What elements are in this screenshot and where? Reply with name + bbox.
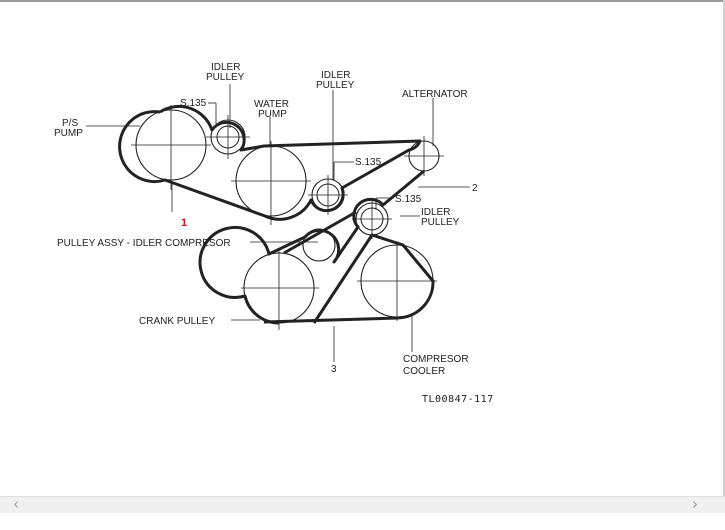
s135-right-label: S.135 — [395, 194, 422, 205]
idler-pulley-mid-label-2: PULLEY — [316, 80, 355, 91]
figure-code: TL00847-117 — [422, 394, 494, 405]
bottom-area — [0, 513, 725, 530]
idler-pulley-right-label-1: IDLER — [421, 207, 450, 218]
leader-lines — [86, 84, 470, 362]
belt-3-label: 3 — [331, 364, 337, 375]
water-pump-label-1: WATER — [254, 99, 289, 110]
top-border — [0, 0, 725, 2]
right-border — [723, 0, 725, 496]
belt-routing-diagram: P/S PUMP IDLER PULLEY S.135 WATER PUMP I… — [54, 62, 494, 405]
belt-3 — [263, 210, 435, 324]
water-pump-label-2: PUMP — [258, 109, 287, 120]
pulley-center-lines — [131, 105, 444, 330]
idler-pulley-right-label-2: PULLEY — [421, 217, 460, 228]
idler-pulley-top-label-2: PULLEY — [206, 72, 245, 83]
idler-pulley-top-label-1: IDLER — [211, 62, 240, 73]
belt-1-label: 1 — [181, 217, 187, 229]
idler-pulley-mid-label-1: IDLER — [321, 70, 350, 81]
crank-pulley-label: CRANK PULLEY — [139, 316, 215, 327]
belt-2 — [198, 169, 425, 325]
ps-pump-label-2: PUMP — [54, 128, 83, 139]
chevron-left-icon[interactable]: ‹ — [13, 495, 19, 513]
compressor-cooler-label-2: COOLER — [403, 366, 445, 377]
compressor-cooler-label-1: COMPRESOR — [403, 354, 469, 365]
belt-2-label: 2 — [472, 183, 478, 194]
s135-top-label: S.135 — [180, 98, 207, 109]
alternator-label: ALTERNATOR — [402, 89, 468, 100]
horizontal-scrollbar[interactable]: ‹ › — [0, 496, 725, 513]
idler-compressor-label: PULLEY ASSY - IDLER COMPRESOR — [57, 238, 231, 249]
chevron-right-icon[interactable]: › — [692, 495, 698, 513]
belt-1 — [118, 104, 422, 221]
ps-pump-label-1: P/S — [62, 118, 78, 129]
s135-mid-label: S.135 — [355, 157, 382, 168]
